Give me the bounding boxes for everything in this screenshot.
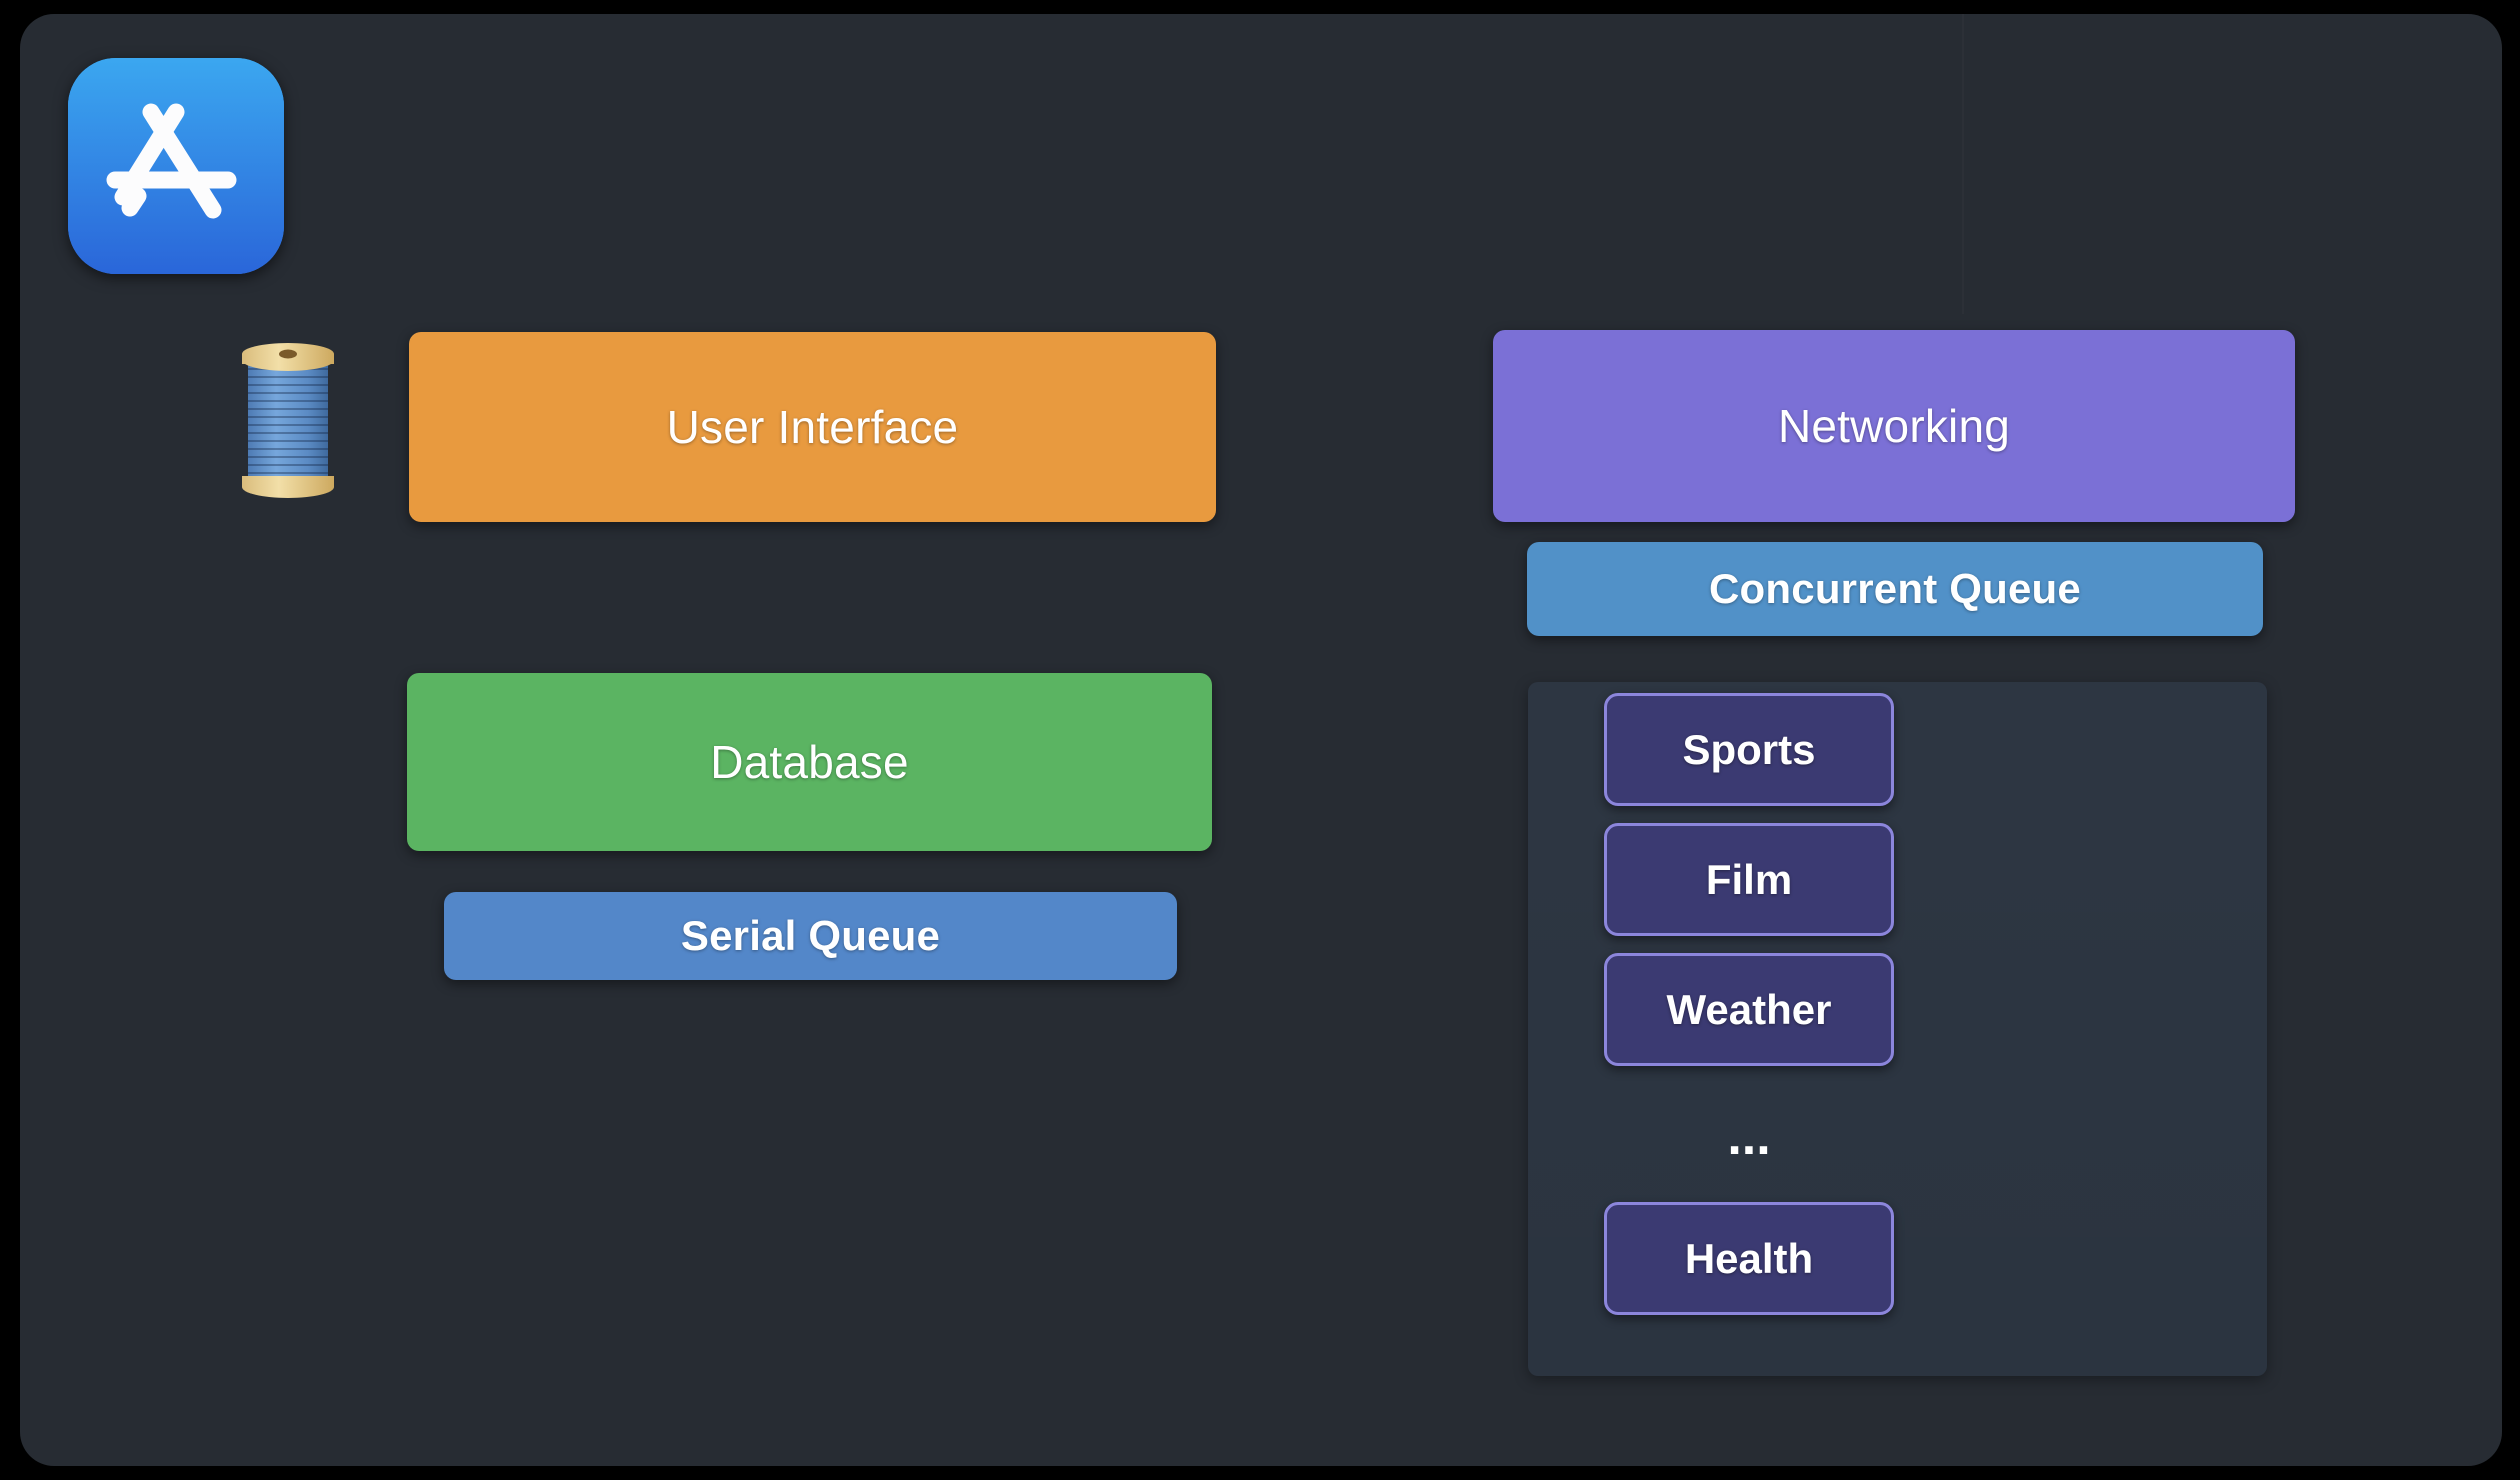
task-chip-health[interactable]: Health xyxy=(1604,1202,1894,1315)
app-store-icon xyxy=(68,58,284,274)
block-user-interface[interactable]: User Interface xyxy=(409,332,1216,522)
block-networking[interactable]: Networking xyxy=(1493,330,2295,522)
thread-spool-emoji xyxy=(234,336,342,504)
block-serial-queue[interactable]: Serial Queue xyxy=(444,892,1177,980)
block-concurrent-queue[interactable]: Concurrent Queue xyxy=(1527,542,2263,636)
block-database[interactable]: Database xyxy=(407,673,1212,851)
task-chip-weather[interactable]: Weather xyxy=(1604,953,1894,1066)
task-chip-film[interactable]: Film xyxy=(1604,823,1894,936)
diagram-canvas: User Interface Database Serial Queue Net… xyxy=(20,14,2502,1466)
background-seam xyxy=(1962,14,1964,314)
task-list-ellipsis: ... xyxy=(1727,1107,1771,1166)
task-chip-sports[interactable]: Sports xyxy=(1604,693,1894,806)
